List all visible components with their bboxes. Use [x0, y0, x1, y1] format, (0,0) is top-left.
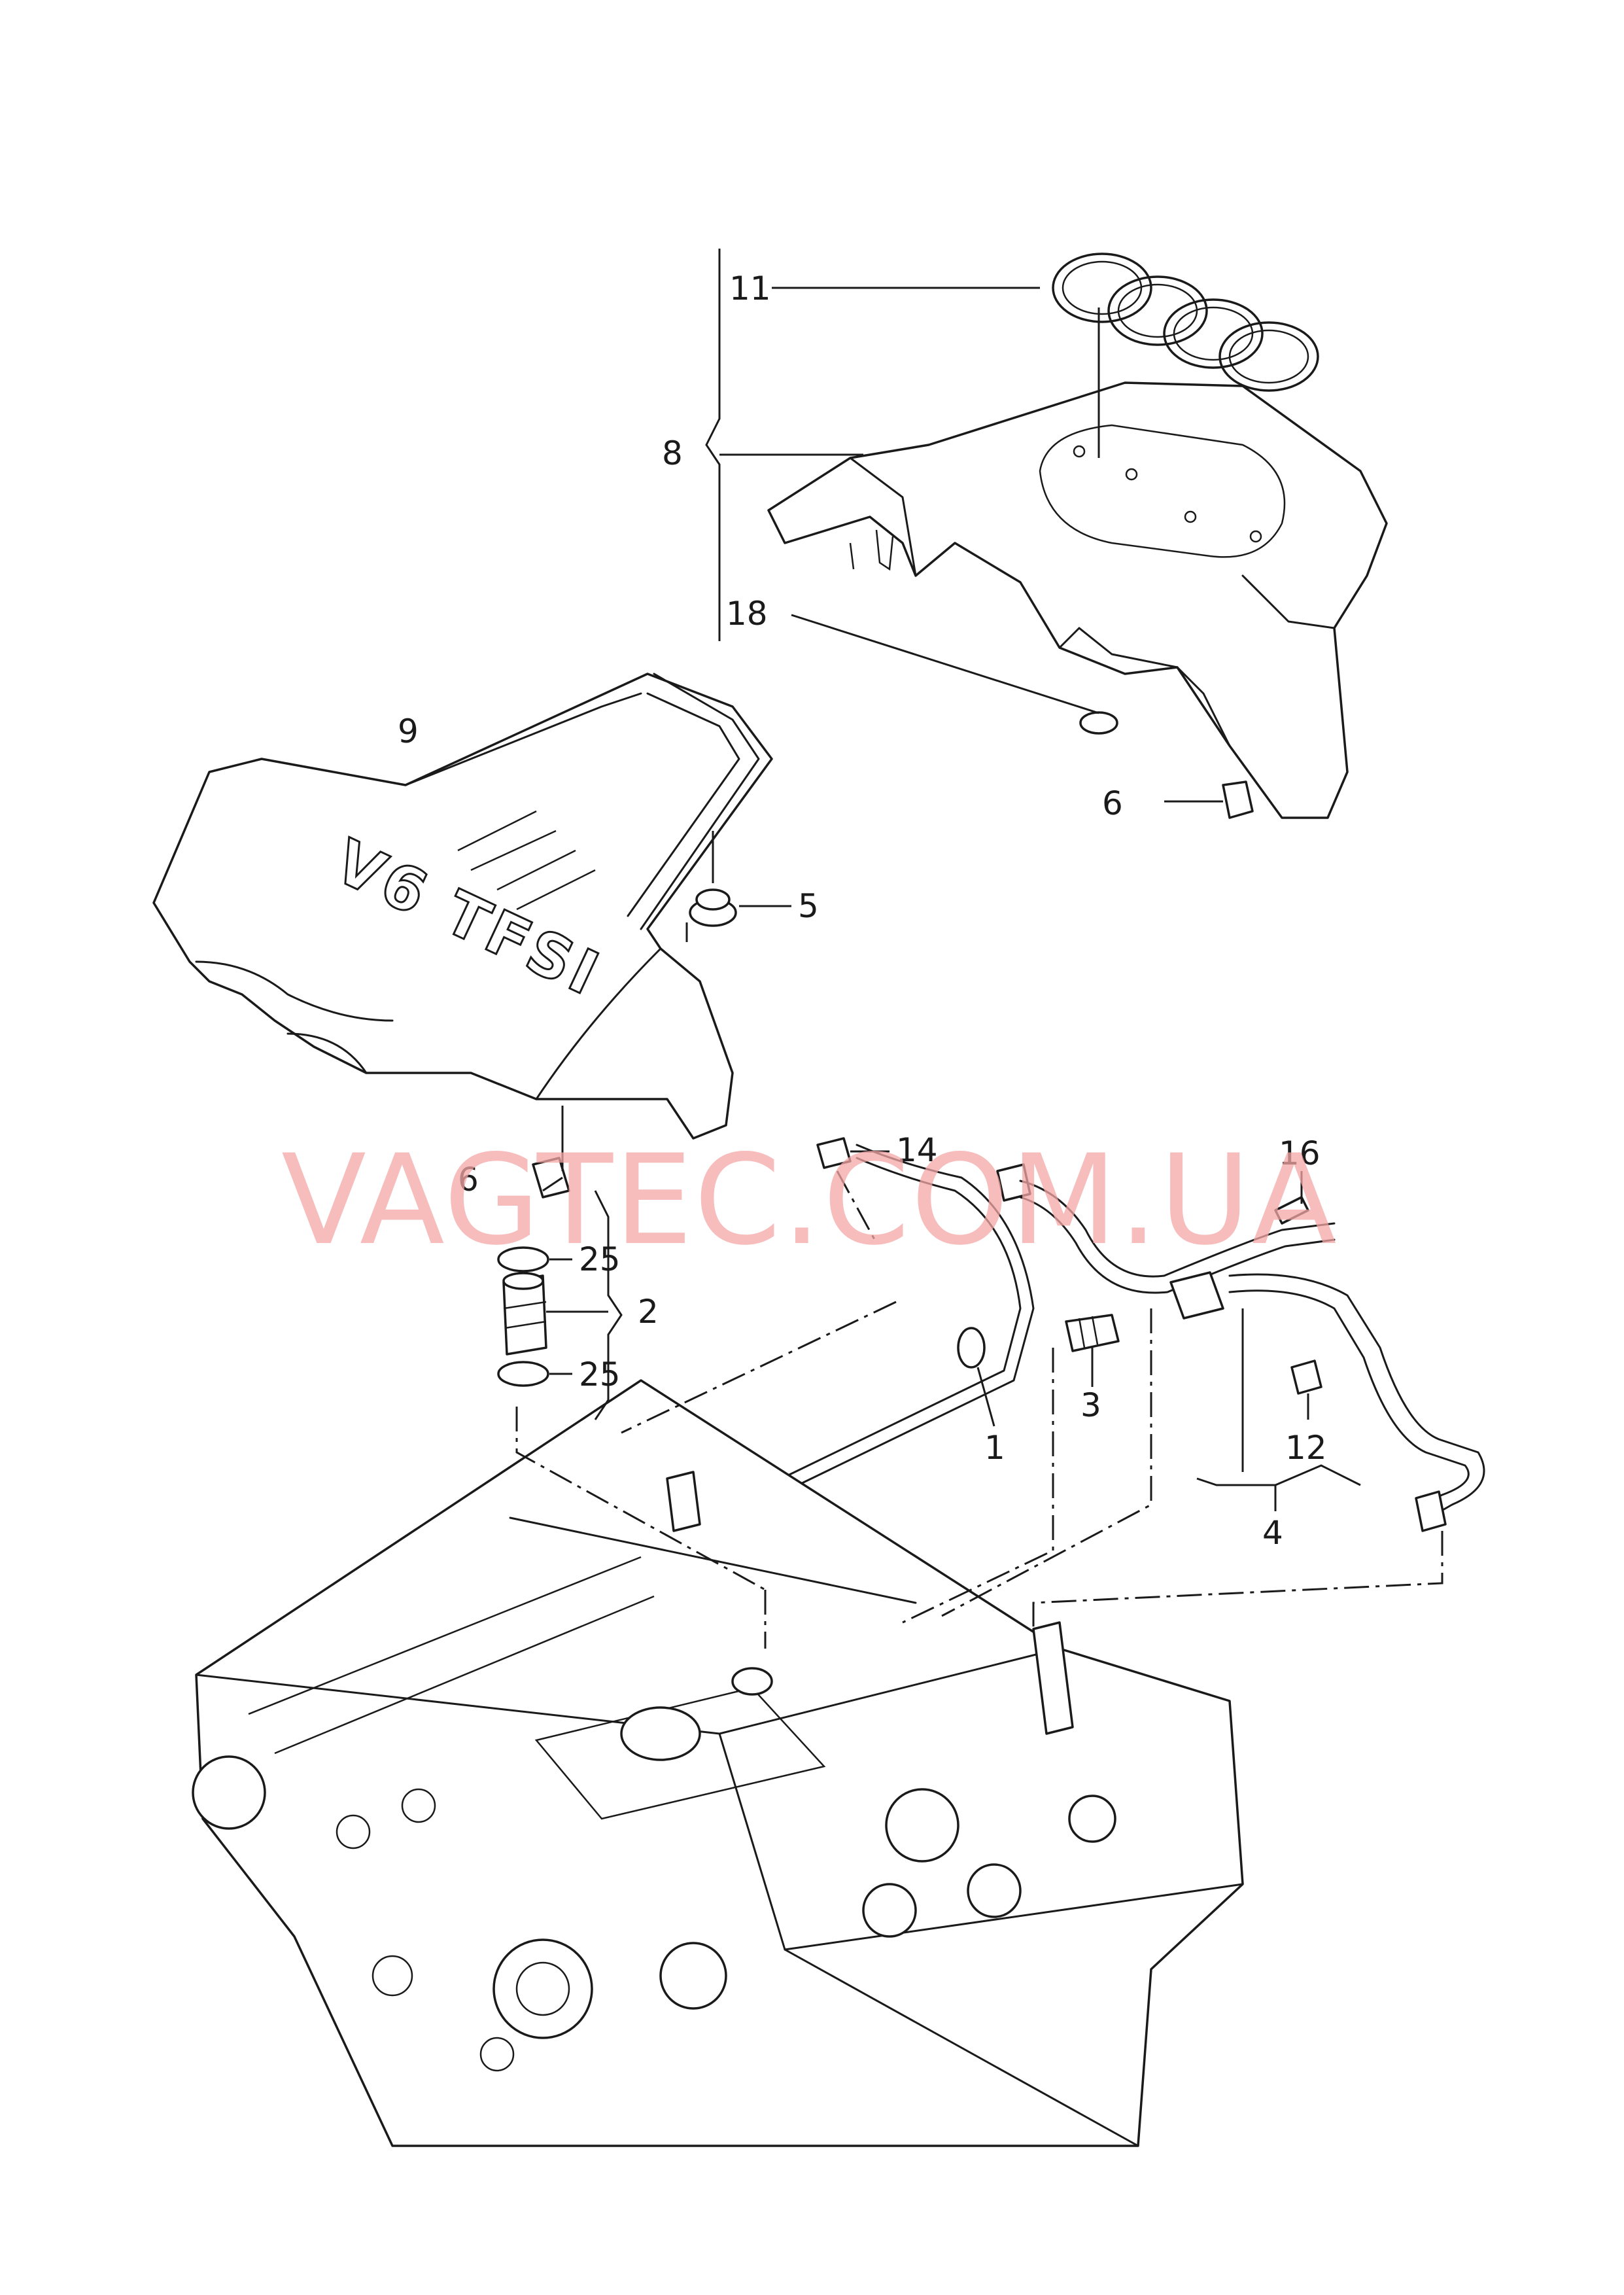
- connector-3[interactable]: [1065, 1314, 1120, 1352]
- breather-hose-1[interactable]: [751, 1144, 1035, 1696]
- clip-6-lower[interactable]: [532, 1157, 570, 1199]
- callout-3[interactable]: 3: [1080, 1386, 1101, 1424]
- engine-cover-upper[interactable]: [767, 381, 1388, 819]
- callout-25-bottom[interactable]: 25: [579, 1356, 621, 1393]
- seal-25-upper[interactable]: [497, 1246, 549, 1272]
- breather-hose-4[interactable]: [1019, 1180, 1485, 1532]
- rings-emblem[interactable]: [1052, 253, 1319, 392]
- callout-8[interactable]: 8: [662, 434, 683, 472]
- dash-dot-lines: [515, 922, 1443, 1649]
- callout-2[interactable]: 2: [638, 1293, 659, 1331]
- nut-5[interactable]: [689, 888, 737, 927]
- callout-5[interactable]: 5: [798, 887, 819, 925]
- engine-block: [192, 1379, 1244, 2147]
- callout-11[interactable]: 11: [729, 270, 771, 307]
- connector-2[interactable]: [502, 1272, 547, 1356]
- callout-12[interactable]: 12: [1285, 1429, 1327, 1467]
- callouts: 11 8 18 6 9 5 6 14 16 25 2 25 3 1 12 4: [398, 270, 1327, 1552]
- callout-16[interactable]: 16: [1279, 1134, 1321, 1172]
- callout-4[interactable]: 4: [1262, 1514, 1283, 1552]
- callout-18[interactable]: 18: [726, 595, 768, 633]
- grommet-18[interactable]: [1079, 711, 1118, 735]
- seal-25-lower[interactable]: [497, 1361, 549, 1387]
- callout-6-top[interactable]: 6: [1102, 784, 1123, 822]
- callout-14[interactable]: 14: [896, 1131, 938, 1169]
- callout-1[interactable]: 1: [984, 1429, 1005, 1467]
- clamp-12[interactable]: [1290, 1359, 1322, 1395]
- leader-lines: [542, 249, 1361, 1511]
- watermark: VAGTEC.COM.UA: [281, 1128, 1338, 1272]
- callout-6-bottom[interactable]: 6: [458, 1161, 479, 1199]
- bolt-16[interactable]: [1274, 1196, 1309, 1225]
- clip-14[interactable]: [816, 1137, 852, 1169]
- callout-9[interactable]: 9: [398, 712, 419, 750]
- callout-25-top[interactable]: 25: [579, 1240, 621, 1278]
- engine-cover-lower[interactable]: V6 TFSI: [152, 673, 773, 1140]
- clip-6-upper[interactable]: [1222, 780, 1254, 819]
